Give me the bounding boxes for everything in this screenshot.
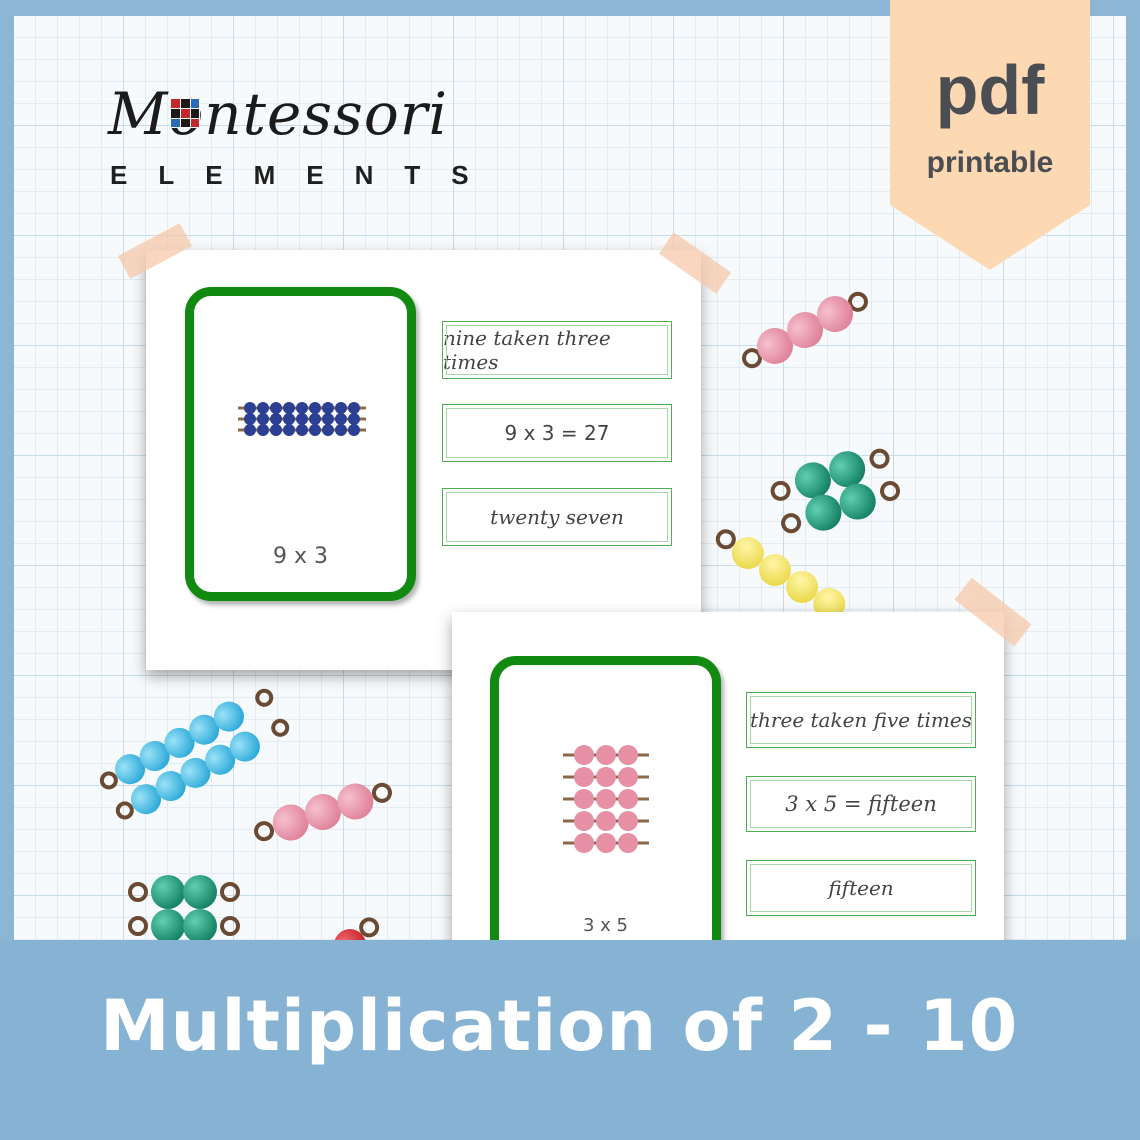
card-caption: 9 x 3 — [273, 544, 328, 569]
blue-bead-bars-image — [238, 402, 366, 436]
blue-bead — [296, 413, 308, 425]
pink-bead — [618, 833, 638, 853]
blue-bead — [322, 424, 334, 436]
brand-tagline: ELEMENTS — [110, 160, 500, 190]
pink-bead — [596, 789, 616, 809]
blue-bead — [283, 402, 295, 414]
pink-bead — [618, 789, 638, 809]
blue-bead — [309, 402, 321, 414]
equation-label-card: 3 x 5 = fifteen — [746, 776, 976, 832]
blue-bead — [270, 413, 282, 425]
red-bead — [334, 917, 380, 940]
blue-bead — [309, 413, 321, 425]
pink-bead — [596, 767, 616, 787]
pink-bead-rows — [563, 745, 649, 853]
pink-bead — [596, 745, 616, 765]
pink-bead-bar — [742, 291, 868, 369]
pink-bead-bars-image — [563, 745, 649, 853]
card-caption: 3 x 5 — [583, 915, 628, 936]
blue-bead-bars — [99, 688, 290, 820]
blue-bead — [257, 402, 269, 414]
blue-bead — [309, 424, 321, 436]
product-title: Multiplication of 2 - 10 — [100, 985, 1019, 1067]
answer-label-card: fifteen — [746, 860, 976, 916]
blue-bead — [296, 424, 308, 436]
blue-bead — [244, 424, 256, 436]
pink-bead — [618, 811, 638, 831]
blue-bead — [244, 413, 256, 425]
equation-label-card: 9 x 3 = 27 — [442, 404, 672, 462]
blue-bead — [270, 402, 282, 414]
green-bead-square — [770, 448, 901, 534]
pink-bead — [618, 745, 638, 765]
pink-bead — [574, 789, 594, 809]
pdf-badge-label: pdf — [935, 51, 1045, 129]
pdf-badge-sublabel: printable — [926, 146, 1054, 179]
pink-bead — [574, 833, 594, 853]
decorative-bead-bars — [99, 291, 901, 940]
blue-bead — [270, 424, 282, 436]
blue-bead — [257, 424, 269, 436]
blue-bead — [283, 413, 295, 425]
brand-logo-text: Montessori — [108, 80, 449, 148]
pink-bead — [574, 811, 594, 831]
blue-bead — [244, 402, 256, 414]
bead-rows — [238, 402, 366, 436]
pink-bead — [574, 767, 594, 787]
blue-bead — [335, 413, 347, 425]
blue-bead — [348, 413, 360, 425]
bead-card-9x3: 9 x 3 — [185, 287, 416, 601]
blue-bead — [348, 424, 360, 436]
pink-bead — [596, 811, 616, 831]
pink-bead — [574, 745, 594, 765]
pdf-badge-shape — [890, 0, 1090, 270]
blue-bead — [322, 402, 334, 414]
footer-banner — [0, 940, 1140, 1140]
word-label-card: nine taken three times — [442, 321, 672, 379]
blue-bead — [335, 402, 347, 414]
blue-bead — [296, 402, 308, 414]
pink-bead — [596, 833, 616, 853]
pink-bead — [618, 767, 638, 787]
blue-bead — [335, 424, 347, 436]
yellow-bead-bar — [715, 529, 846, 620]
pink-bead-bar-left — [254, 782, 392, 842]
word-label-card: three taken five times — [746, 692, 976, 748]
answer-label-card: twenty seven — [442, 488, 672, 546]
logo-cube-icon — [170, 98, 200, 128]
blue-bead — [322, 413, 334, 425]
blue-bead — [348, 402, 360, 414]
green-bead-square-left — [128, 875, 240, 940]
bead-card-3x5: 3 x 5 — [490, 656, 721, 994]
blue-bead — [257, 413, 269, 425]
blue-bead — [283, 424, 295, 436]
